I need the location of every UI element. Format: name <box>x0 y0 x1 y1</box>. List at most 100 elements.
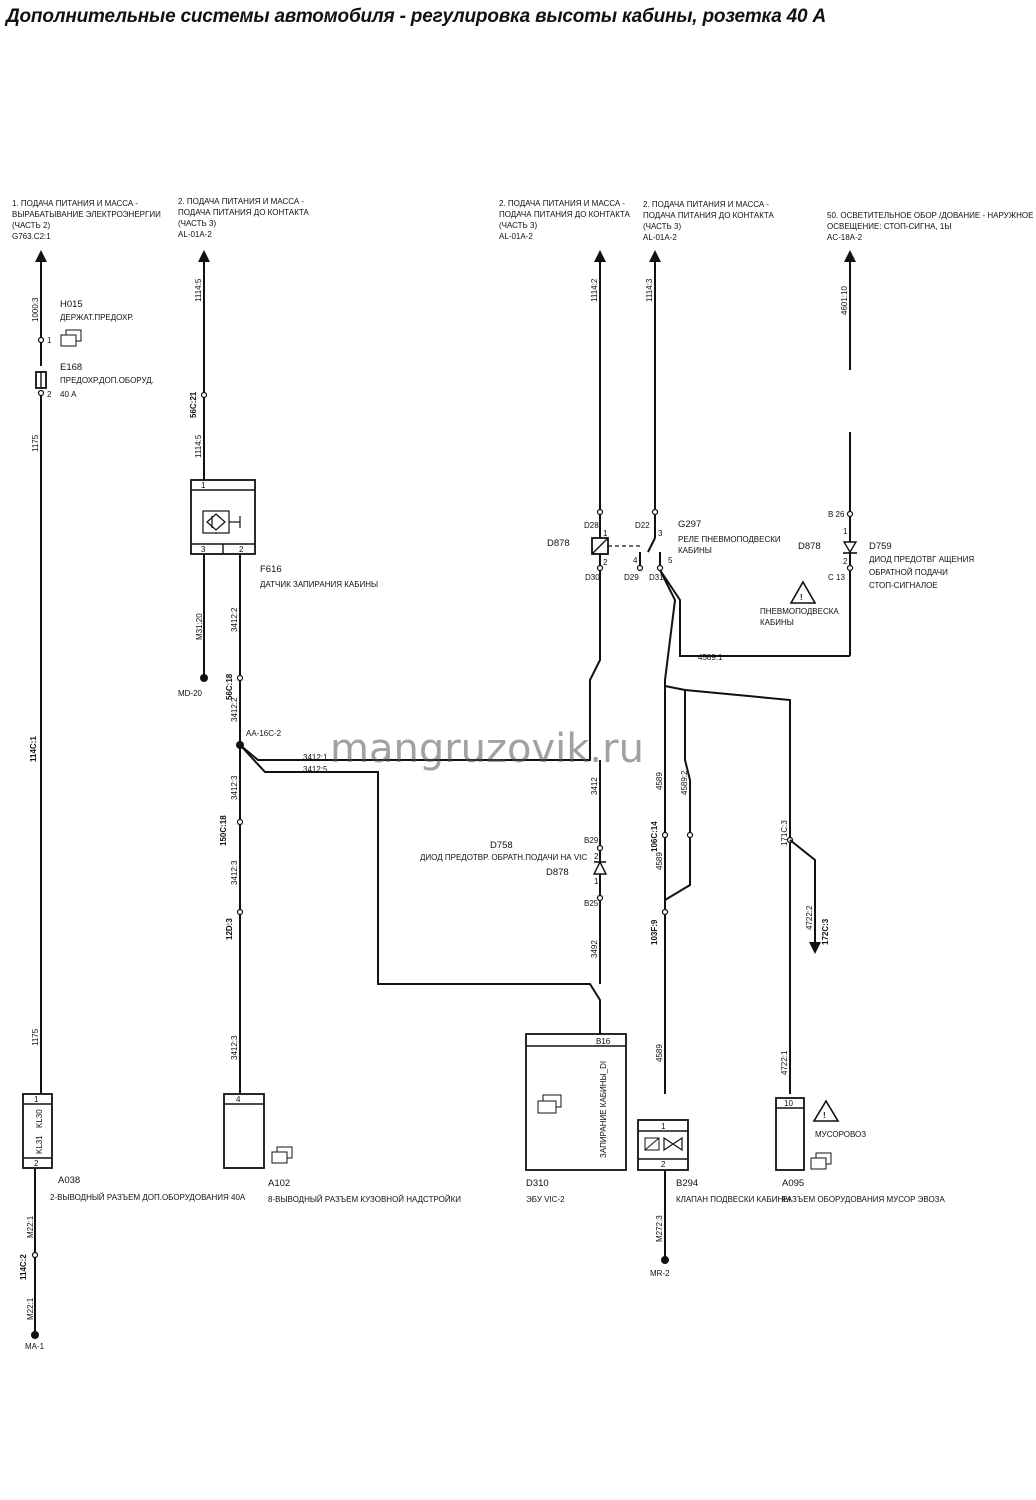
a102-connector-icon <box>271 1146 293 1164</box>
ground-label: MD-20 <box>178 689 203 698</box>
f616-pin: 1 <box>201 481 206 490</box>
warning-text: ПНЕВМОПОДВЕСКА <box>760 607 839 616</box>
warning-air-suspension: ! ПНЕВМОПОДВЕСКА КАБИНЫ <box>760 580 839 627</box>
wire-label: 3412:2 <box>230 607 239 632</box>
circuit-column-2: 1114:5 56C:21 1114:5 1 3 2 F616 ДАТЧИК З… <box>178 250 461 1204</box>
relay-pin: 2 <box>603 558 608 567</box>
d758-label: D758 <box>490 840 513 851</box>
relay-pin: 5 <box>668 556 673 565</box>
garbage-column: 171C:3 4722:2 172C:3 4722:1 10 ! МУСОРОВ… <box>775 820 946 1204</box>
d759-desc: ДИОД ПРЕДОТВГ АЩЕНИЯ <box>869 555 974 564</box>
d759-pin: 2 <box>843 557 848 566</box>
ref-power-to-contact-3: 2. ПОДАЧА ПИТАНИЯ И МАССА - ПОДАЧА ПИТАН… <box>643 200 774 242</box>
h015-desc: ДЕРЖАТ.ПРЕДОХР. <box>60 313 133 322</box>
ref-stop-signals: 50. ОСВЕТИТЕЛЬНОЕ ОБОР /ДОВАНИЕ - НАРУЖН… <box>827 211 1033 242</box>
proximity-sensor-icon <box>202 510 241 534</box>
d758-pin: 1 <box>594 877 599 886</box>
ref-text: ПОДАЧА ПИТАНИЯ ДО КОНТАКТА <box>643 211 774 220</box>
circuit-column-1: 1000:3 1175 114C:1 1175 H015 ДЕРЖАТ.ПРЕД… <box>19 250 246 1351</box>
relay-pin: D29 <box>624 573 639 582</box>
wire-label: 1114:2 <box>590 278 599 302</box>
ref-text: AL-01A-2 <box>499 232 533 241</box>
d310-label: D310 <box>526 1178 549 1189</box>
ref-text: (ЧАСТЬ 2) <box>12 221 50 230</box>
stop-signal-column: 4601:10 B 26 1 2 C 13 D878 D759 ДИОД ПРЕ… <box>798 250 974 656</box>
wire-label: 114C:1 <box>29 736 38 762</box>
relay-desc: РЕЛЕ ПНЕВМОПОДВЕСКИ <box>678 535 781 544</box>
relay-pin: D28 <box>584 521 599 530</box>
d758-pin: 2 <box>594 852 599 861</box>
d759-pin: 1 <box>843 527 848 536</box>
d758-pin: B25 <box>584 899 599 908</box>
relay-pin: D31 <box>649 573 664 582</box>
ground-dot <box>200 674 208 682</box>
ref-power-to-contact-2: 2. ПОДАЧА ПИТАНИЯ И МАССА - ПОДАЧА ПИТАН… <box>499 199 630 241</box>
a038-kl30: KL30 <box>35 1109 44 1128</box>
wire-label: 4589 <box>655 772 664 790</box>
svg-text:!: ! <box>823 1111 826 1120</box>
wire-label: 106C:14 <box>650 821 659 852</box>
wire-label: 1114:3 <box>645 278 654 302</box>
wire-label: 4589 <box>655 1044 664 1062</box>
wire-label: 3492 <box>590 940 599 958</box>
wire-label: 3412:3 <box>230 1035 239 1060</box>
warning-text: МУСОРОВОЗ <box>815 1130 866 1139</box>
wire-label: 4722:1 <box>780 1050 789 1075</box>
diode-d759-icon <box>842 541 858 554</box>
branch-wires: 3412:1 3412:5 <box>239 580 601 1034</box>
wire-label: 4601:10 <box>840 286 849 315</box>
ref-text: 2. ПОДАЧА ПИТАНИЯ И МАССА - <box>643 200 769 209</box>
wire-label: 172C:3 <box>821 918 830 945</box>
ref-text: 50. ОСВЕТИТЕЛЬНОЕ ОБОР /ДОВАНИЕ - НАРУЖН… <box>827 211 1033 220</box>
ref-text: (ЧАСТЬ 3) <box>178 219 216 228</box>
wire-label: 4589 <box>655 852 664 870</box>
ref-text: ВЫРАБАТЫВАНИЕ ЭЛЕКТРОЭНЕРГИИ <box>12 210 161 219</box>
svg-text:!: ! <box>800 593 803 602</box>
splice-label: AA-16C-2 <box>246 729 282 738</box>
ref-text: G763.C2:1 <box>12 232 51 241</box>
ref-text: ПОДАЧА ПИТАНИЯ ДО КОНТАКТА <box>178 208 309 217</box>
ref-text: (ЧАСТЬ 3) <box>499 221 537 230</box>
ground-label: MA-1 <box>25 1342 45 1351</box>
d310-pin-desc: ЗАПИРАНИЕ КАБИНЫ_DI <box>599 1061 608 1158</box>
a095-label: A095 <box>782 1178 804 1189</box>
d758-pin: B29 <box>584 836 599 845</box>
h015-connector-icon <box>60 329 82 347</box>
ref-text: AL-01A-2 <box>178 230 212 239</box>
relay-desc: КАБИНЫ <box>678 546 712 555</box>
d759-pin: C 13 <box>828 573 845 582</box>
ref-text: AL-01A-2 <box>643 233 677 242</box>
a038-pin: 1 <box>34 1095 39 1104</box>
b294-pin: 1 <box>661 1122 666 1131</box>
diode-d758-icon <box>592 860 608 875</box>
ref-text: 2. ПОДАЧА ПИТАНИЯ И МАССА - <box>499 199 625 208</box>
a038-label: A038 <box>58 1175 80 1186</box>
e168-pin: 2 <box>47 390 52 399</box>
a102-pin: 4 <box>236 1095 241 1104</box>
a095-desc: РАЗЪЕМ ОБОРУДОВАНИЯ МУСОР ЭВОЗА <box>782 1195 946 1204</box>
d759-desc: СТОП-СИГНАЛОЕ <box>869 581 938 590</box>
relay-connector-label: D878 <box>547 538 570 549</box>
d758-connector-label: D878 <box>546 867 569 878</box>
a095-connector <box>775 1097 805 1171</box>
ref-text: ПОДАЧА ПИТАНИЯ ДО КОНТАКТА <box>499 210 630 219</box>
relay-label: G297 <box>678 519 701 530</box>
ground-dot <box>661 1256 669 1264</box>
ref-power-to-contact-1: 2. ПОДАЧА ПИТАНИЯ И МАССА - ПОДАЧА ПИТАН… <box>178 197 309 239</box>
ref-text: 1. ПОДАЧА ПИТАНИЯ И МАССА - <box>12 199 138 208</box>
d759-connector-label: D878 <box>798 541 821 552</box>
wire-label: M22:1 <box>26 1215 35 1238</box>
a102-connector <box>223 1093 265 1169</box>
wire-label: 3412:2 <box>230 697 239 722</box>
wire-label: 150C:18 <box>219 815 228 846</box>
d310-connector-icon <box>537 1094 562 1114</box>
wire-label: 3412:5 <box>303 765 328 774</box>
wire-label: 56C:21 <box>189 391 198 418</box>
solenoid-valve-icon <box>644 1136 683 1152</box>
vic-column: 3412 B29 2 1 B25 D758 ДИОД ПРЕДОТВР. ОБР… <box>420 760 627 1204</box>
wire-label: 1175 <box>31 434 40 452</box>
f616-desc: ДАТЧИК ЗАПИРАНИЯ КАБИНЫ <box>260 580 378 589</box>
e168-rating: 40 А <box>60 390 77 399</box>
watermark: mangruzovik.ru <box>330 726 644 772</box>
relay-pin: D22 <box>635 521 650 530</box>
